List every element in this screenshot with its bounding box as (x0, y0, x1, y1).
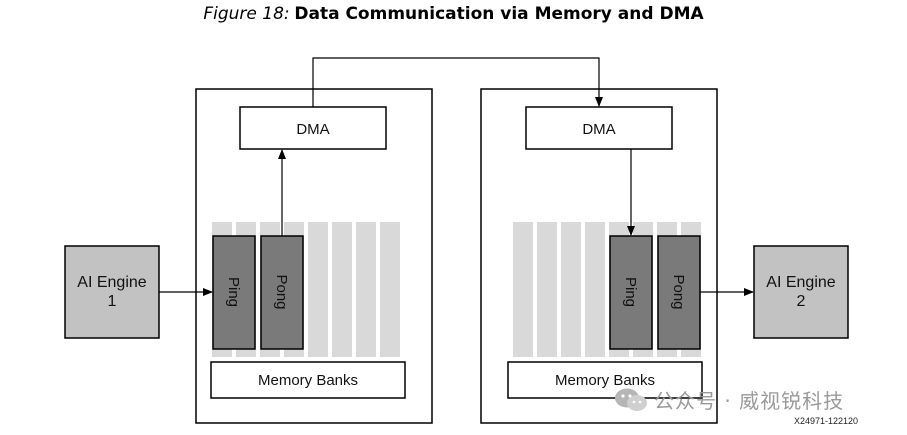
figure-label: Figure 18: (203, 4, 290, 24)
right-bank-col-1 (513, 222, 533, 357)
figure-caption: Figure 18: Data Communication via Memory… (0, 4, 907, 24)
left-bank-col-6 (332, 222, 352, 357)
watermark: 公众号 · 威视锐科技 (614, 385, 844, 418)
left-ping-label: Ping (225, 277, 242, 307)
right-pong-label: Pong (670, 274, 687, 309)
left-memory-banks-box (210, 361, 406, 399)
left-ping-buffer (212, 235, 256, 350)
right-memory-banks-label: Memory Banks (555, 372, 655, 389)
left-bank-col-7 (356, 222, 376, 357)
watermark-text: 公众号 · 威视锐科技 (654, 389, 845, 413)
ai-engine-1-line1: AI Engine (77, 274, 146, 291)
right-bank-col-2 (537, 222, 557, 357)
right-pong-buffer (657, 235, 701, 350)
right-memory-banks-box (507, 361, 703, 399)
left-dma-label: DMA (296, 121, 329, 138)
ai-engine-2-line1: AI Engine (766, 274, 835, 291)
ai-engine-2-box (753, 245, 849, 339)
document-code: X24971-122120 (794, 416, 859, 426)
right-bank-col-3 (561, 222, 581, 357)
ai-engine-1-line2: 1 (108, 293, 117, 310)
left-memory-banks-label: Memory Banks (258, 372, 358, 389)
right-bank-col-4 (585, 222, 605, 357)
left-pong-label: Pong (273, 274, 290, 309)
left-pong-buffer (260, 235, 304, 350)
right-dma-label: DMA (582, 121, 615, 138)
figure-title: Data Communication via Memory and DMA (294, 4, 704, 24)
arrow-left-dma-to-right-dma (312, 57, 603, 107)
right-ping-buffer (609, 235, 653, 350)
ai-engine-2-line2: 2 (797, 293, 806, 310)
left-bank-col-8 (380, 222, 400, 357)
left-bank-col-5 (308, 222, 328, 357)
ai-engine-1-box (64, 245, 160, 339)
wechat-icon (614, 387, 648, 418)
right-dma-box (525, 106, 673, 150)
right-ping-label: Ping (622, 277, 639, 307)
